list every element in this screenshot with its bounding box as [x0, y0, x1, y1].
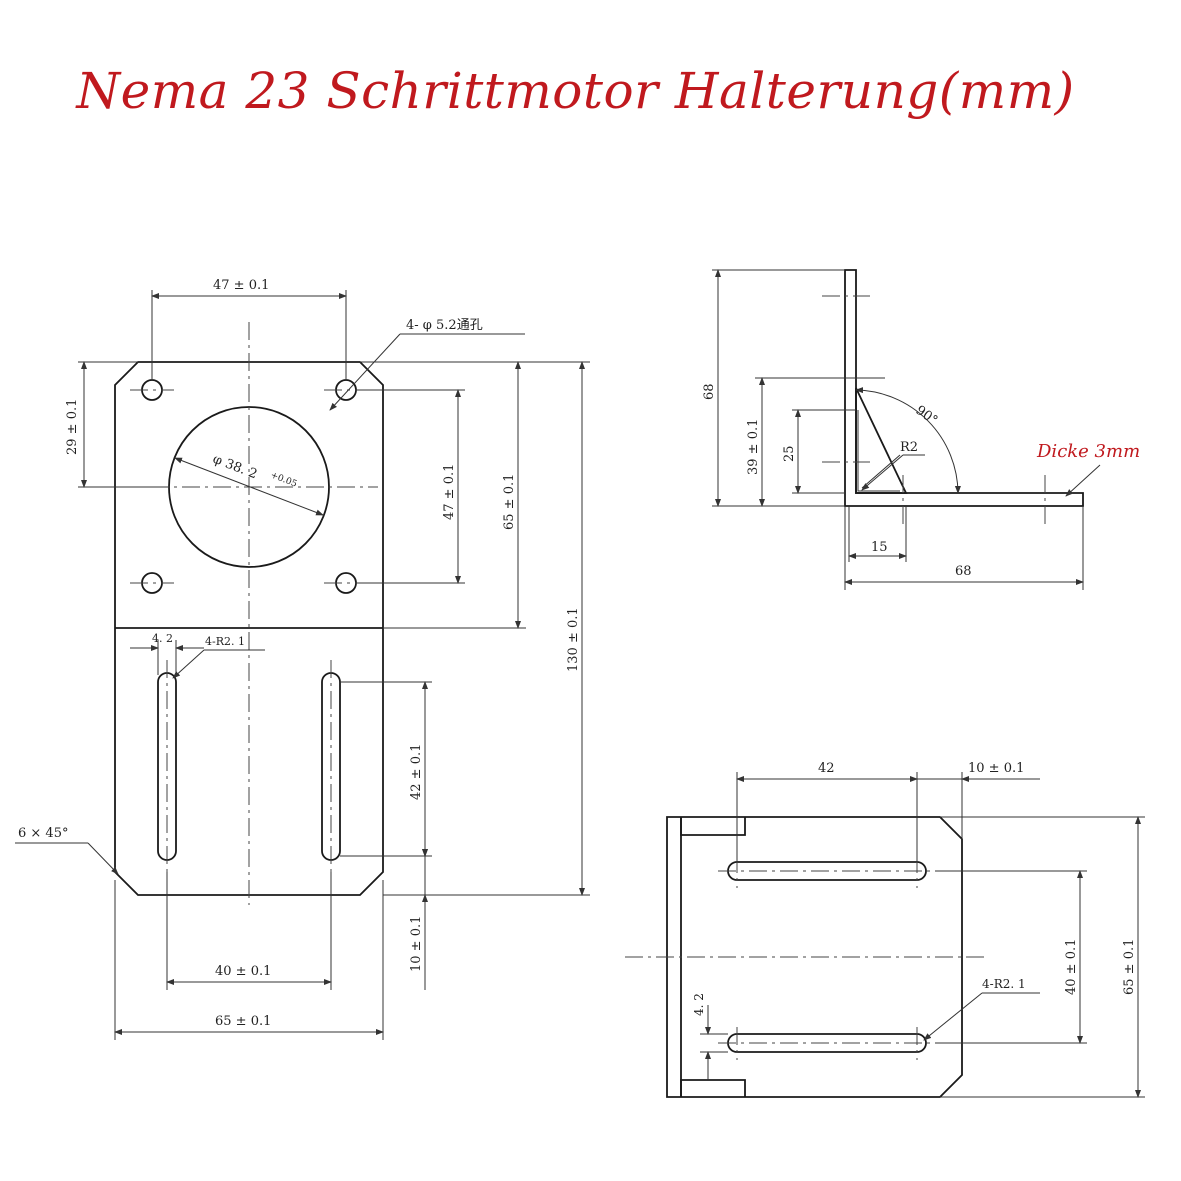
- dim-hole-top-offset: 29 ± 0.1: [65, 399, 80, 455]
- hole-note: 4- φ 5.2通孔: [406, 318, 483, 333]
- dim-total-width: 65 ± 0.1: [215, 1014, 271, 1029]
- dim-slot-length-top: 42: [818, 761, 835, 776]
- dim-rib-height: 39 ± 0.1: [746, 419, 761, 475]
- slot-radius-note: 4-R2. 1: [205, 635, 245, 648]
- dim-width-top: 65 ± 0.1: [1122, 939, 1137, 995]
- dim-bottom-offset: 10 ± 0.1: [409, 916, 424, 972]
- dim-base-length: 68: [955, 564, 972, 579]
- dim-slot-width: 4. 2: [152, 632, 173, 645]
- radius-label: R2: [900, 440, 918, 455]
- thickness-note: Dicke 3mm: [1036, 441, 1140, 462]
- rib: [855, 387, 908, 494]
- dim-slot-width-top: 4. 2: [692, 993, 706, 1016]
- dim-slot-spacing-top: 40 ± 0.1: [1064, 939, 1079, 995]
- slot-radius-note-top: 4-R2. 1: [982, 977, 1026, 991]
- drawing-title: Nema 23 Schrittmotor Halterung(mm): [76, 62, 1075, 120]
- dim-motor-plate-height: 65 ± 0.1: [502, 474, 517, 530]
- dim-total-height: 130 ± 0.1: [566, 607, 581, 672]
- angle-label: 90°: [913, 403, 940, 429]
- dim-bore: φ 38. 2: [211, 452, 260, 483]
- dim-hole-spacing-top: 47 ± 0.1: [213, 278, 269, 293]
- dim-slot-length: 42 ± 0.1: [409, 744, 424, 800]
- dim-rib-inner: 25: [782, 445, 797, 462]
- dim-hole-spacing-side: 47 ± 0.1: [442, 464, 457, 520]
- side-view: 68 39 ± 0.1 25 90° R2 15 68 Dicke 3mm: [702, 269, 1140, 590]
- front-view: 47 ± 0.1 4- φ 5.2通孔 29 ± 0.1 φ 38. 2 +0.…: [15, 278, 590, 1040]
- dim-rib-base: 15: [871, 540, 888, 555]
- dim-slot-spacing: 40 ± 0.1: [215, 964, 271, 979]
- bracket-profile: [844, 269, 1084, 507]
- top-view: 42 10 ± 0.1 40 ± 0.1 65 ± 0.1 4. 2 4-R2.…: [625, 761, 1145, 1098]
- dim-side-height: 68: [702, 383, 717, 400]
- chamfer-note: 6 × 45°: [18, 826, 68, 841]
- dim-edge-offset: 10 ± 0.1: [968, 761, 1024, 776]
